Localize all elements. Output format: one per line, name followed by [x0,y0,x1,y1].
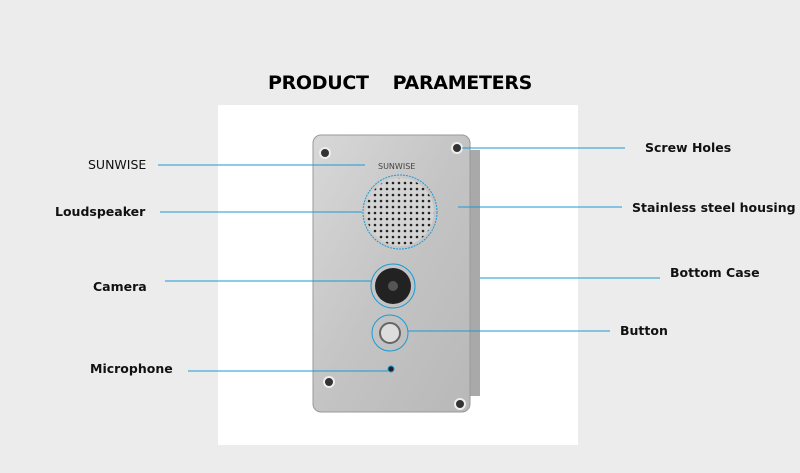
call-button [379,322,401,344]
label-housing: Stainless steel housing [632,200,796,215]
label-sunwise: SUNWISE [88,157,147,172]
loudspeaker-grille [366,178,434,246]
camera-ring [370,263,416,309]
label-button: Button [620,323,668,338]
device-logo: SUNWISE [378,162,415,171]
label-microphone: Microphone [90,361,173,376]
label-camera: Camera [93,279,147,294]
loudspeaker-highlight [362,174,438,250]
title-word: PRODUCT [267,72,369,94]
page-title: PRODUCT PARAMETERS [0,72,800,94]
label-screw-holes: Screw Holes [645,140,732,155]
title-word: PARAMETERS [392,72,533,94]
microphone-hole [387,365,395,373]
button-ring [371,314,409,352]
screw-holes [319,142,466,410]
label-loudspeaker: Loudspeaker [55,204,146,219]
label-bottom-case: Bottom Case [670,265,760,280]
leader-lines [158,147,660,372]
